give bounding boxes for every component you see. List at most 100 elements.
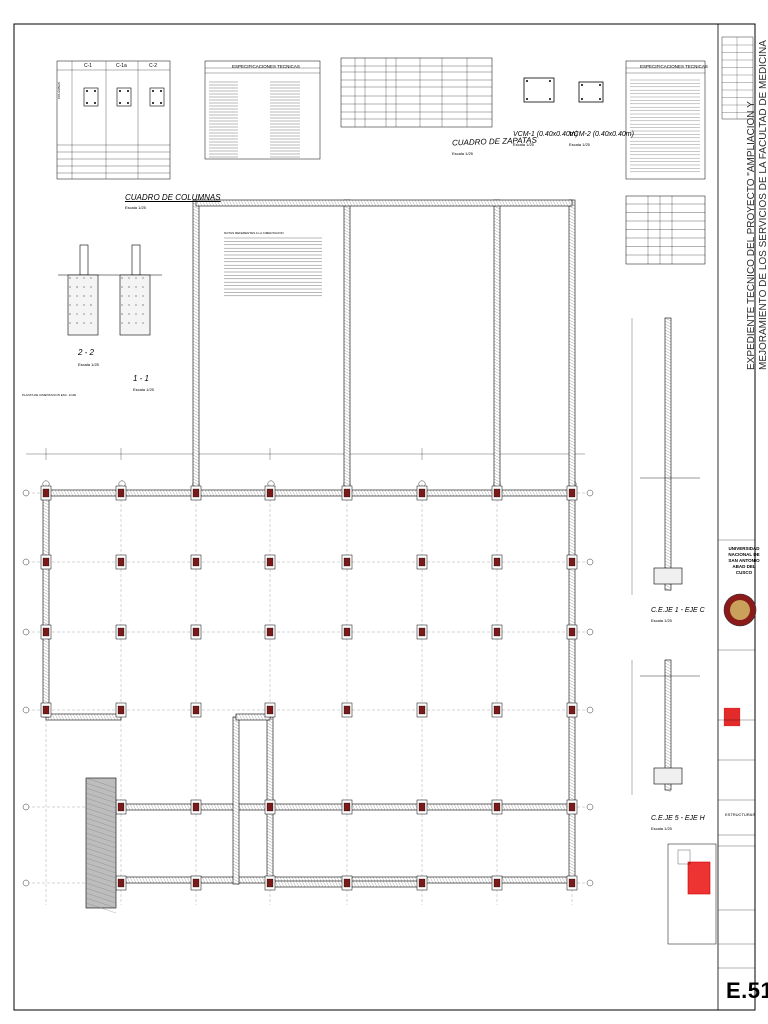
beam-hatch: [432, 803, 437, 811]
beam-hatch: [141, 489, 146, 497]
area-hatch: [85, 827, 117, 839]
beam-hatch: [664, 329, 672, 334]
beam-hatch: [664, 737, 672, 742]
column-mark: [117, 557, 125, 567]
concrete-hatch: [142, 322, 144, 324]
beam-hatch: [493, 385, 501, 390]
beam-hatch: [426, 876, 431, 884]
beam-hatch: [330, 803, 335, 811]
beam-hatch: [504, 876, 509, 884]
beam-hatch: [232, 764, 240, 769]
beam-hatch: [192, 460, 200, 465]
beam-hatch: [480, 803, 485, 811]
beam-hatch: [192, 337, 200, 342]
beam-hatch: [568, 451, 576, 456]
beam-hatch: [507, 876, 512, 884]
foundation-beam-h: [195, 199, 573, 207]
beam-hatch: [664, 494, 672, 499]
beam-hatch: [240, 199, 245, 207]
beam-hatch: [361, 880, 366, 888]
beam-hatch: [493, 418, 501, 423]
beam-hatch: [266, 722, 274, 727]
beam-hatch: [568, 370, 576, 375]
rebar-dot: [152, 90, 154, 92]
beam-hatch: [351, 199, 356, 207]
grid-bubble-row: [22, 706, 30, 714]
beam-hatch: [42, 684, 50, 689]
beam-hatch: [568, 268, 576, 273]
beam-hatch: [192, 379, 200, 384]
beam-hatch: [343, 442, 351, 447]
beam-hatch: [546, 489, 551, 497]
beam-hatch: [568, 406, 576, 411]
beam-hatch: [568, 295, 576, 300]
beam-hatch: [664, 476, 672, 481]
beam-hatch: [405, 489, 410, 497]
beam-hatch: [318, 199, 323, 207]
beam-hatch: [232, 734, 240, 739]
area-hatch: [85, 867, 117, 879]
beam-hatch: [664, 728, 672, 733]
beam-hatch: [664, 677, 672, 682]
beam-hatch: [513, 803, 518, 811]
grid-bubble-row: [586, 489, 594, 497]
beam-hatch: [343, 346, 351, 351]
beam-hatch: [300, 199, 305, 207]
beam-hatch: [400, 880, 405, 888]
beam-hatch: [432, 876, 437, 884]
beam-hatch: [192, 448, 200, 453]
beam-hatch: [343, 244, 351, 249]
beam-hatch: [343, 379, 351, 384]
beam-hatch: [192, 292, 200, 297]
beam-hatch: [266, 860, 274, 865]
beam-hatch: [192, 358, 200, 363]
beam-hatch: [135, 489, 140, 497]
beam-hatch: [276, 489, 281, 497]
beam-hatch: [483, 199, 488, 207]
beam-hatch: [331, 880, 336, 888]
beam-hatch: [171, 876, 176, 884]
beam-hatch: [315, 199, 320, 207]
beam-hatch: [147, 876, 152, 884]
beam-hatch: [519, 876, 524, 884]
concrete-hatch: [90, 277, 92, 279]
beam-hatch: [531, 876, 536, 884]
beam-hatch: [664, 686, 672, 691]
column-mark: [418, 557, 426, 567]
beam-hatch: [549, 876, 554, 884]
beam-hatch: [255, 489, 260, 497]
beam-hatch: [664, 716, 672, 721]
beam-hatch: [568, 409, 576, 414]
beam-hatch: [568, 619, 576, 624]
beam-hatch: [300, 803, 305, 811]
concrete-hatch: [69, 304, 71, 306]
beam-hatch: [213, 489, 218, 497]
beam-hatch: [664, 365, 672, 370]
beam-hatch: [664, 731, 672, 736]
concrete-hatch: [69, 322, 71, 324]
beam-hatch: [456, 199, 461, 207]
beam-hatch: [343, 355, 351, 360]
area-hatch: [85, 817, 117, 829]
beam-hatch: [408, 803, 413, 811]
beam-hatch: [266, 872, 274, 877]
beam-hatch: [534, 803, 539, 811]
beam-hatch: [664, 551, 672, 556]
beam-hatch: [232, 869, 240, 874]
beam-hatch: [394, 880, 399, 888]
beam-hatch: [129, 489, 134, 497]
beam-hatch: [435, 199, 440, 207]
beam-hatch: [42, 681, 50, 686]
beam-hatch: [357, 803, 362, 811]
area-hatch: [85, 882, 117, 894]
beam-hatch: [568, 463, 576, 468]
column-mark: [568, 627, 576, 637]
beam-hatch: [267, 199, 272, 207]
beam-hatch: [354, 489, 359, 497]
beam-hatch: [363, 489, 368, 497]
beam-hatch: [266, 758, 274, 763]
beam-hatch: [540, 876, 545, 884]
area-hatch: [85, 902, 117, 914]
beam-hatch: [192, 316, 200, 321]
beam-hatch: [232, 749, 240, 754]
